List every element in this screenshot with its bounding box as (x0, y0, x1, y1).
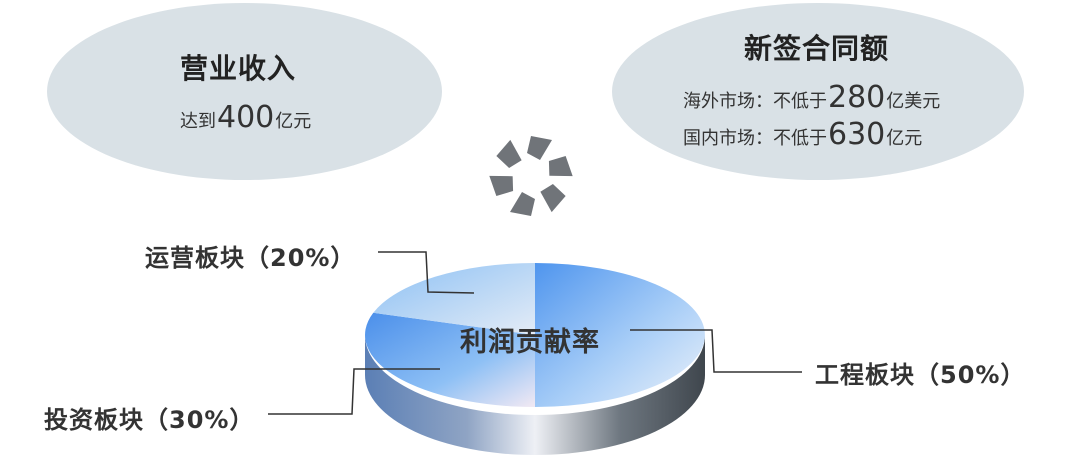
domestic-unit: 亿元 (886, 128, 923, 149)
pie-top (365, 263, 705, 407)
revenue-line: 达到 400 亿元 (180, 100, 311, 135)
pie-side (365, 335, 705, 455)
pie-slice-operations (373, 263, 535, 335)
revenue-title: 营业收入 (180, 52, 297, 85)
segment-label-investment: 投资板块（30%） (44, 406, 255, 434)
contracts-ellipse (612, 3, 1024, 180)
pie-center-title: 利润贡献率 (460, 327, 600, 358)
overseas-unit: 亿美元 (886, 91, 941, 112)
overseas-prefix: 海外市场：不低于 (683, 91, 827, 112)
segment-label-engineering: 工程板块（50%） (815, 361, 1026, 389)
revenue-value: 400 (217, 100, 275, 135)
revenue-ellipse (47, 3, 442, 180)
leader-engineering (630, 329, 802, 373)
revenue-prefix: 达到 (180, 111, 216, 132)
pie-slice-investment (365, 312, 535, 407)
contracts-overseas-line: 海外市场：不低于 280 亿美元 (683, 80, 940, 115)
domestic-value: 630 (828, 117, 886, 152)
contracts-domestic-line: 国内市场：不低于 630 亿元 (683, 117, 922, 152)
segment-label-operations: 运营板块（20%） (145, 244, 356, 272)
contracts-title: 新签合同额 (744, 32, 890, 65)
pie-slice-engineering (535, 263, 705, 407)
revenue-unit: 亿元 (275, 111, 312, 132)
leader-investment (268, 368, 440, 415)
aperture-icon (489, 136, 573, 216)
leader-operations (378, 251, 475, 294)
overseas-value: 280 (828, 80, 886, 115)
domestic-prefix: 国内市场：不低于 (683, 128, 827, 149)
